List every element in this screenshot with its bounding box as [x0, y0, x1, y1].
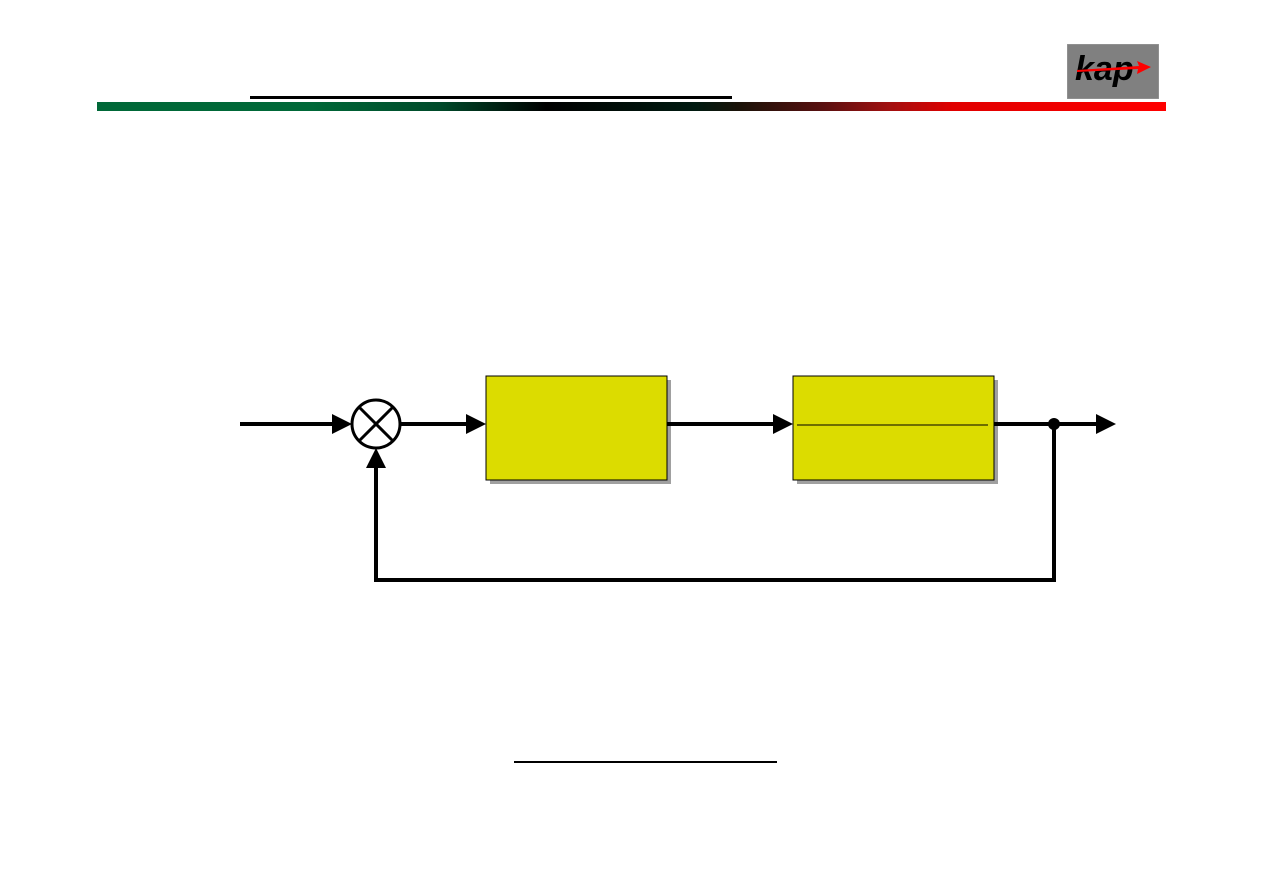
header-color-band — [97, 102, 1166, 111]
error-signal — [400, 414, 486, 434]
feedback-path — [366, 424, 1056, 582]
logo-arrow-icon — [1077, 61, 1151, 74]
control-signal — [667, 414, 793, 434]
caption-underline — [514, 761, 777, 763]
kap-logo: kap — [1067, 44, 1159, 99]
plant-block — [792, 375, 998, 484]
output-signal — [994, 414, 1116, 434]
controller-block — [485, 375, 671, 484]
title-underline — [250, 96, 732, 99]
summing-junction — [350, 398, 402, 450]
input-signal — [240, 414, 352, 434]
